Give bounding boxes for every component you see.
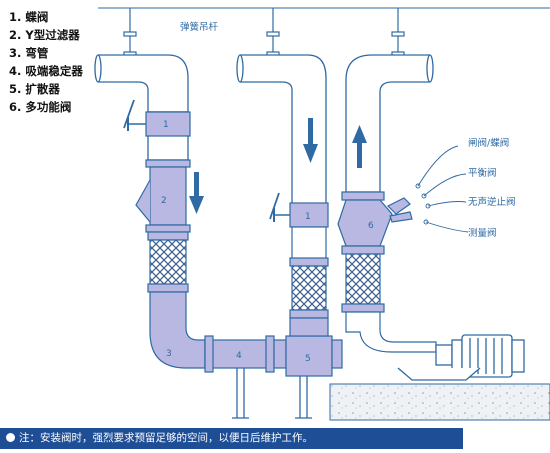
callout-measuring-valve: 测量阀	[468, 227, 497, 239]
flex-connector-left	[147, 231, 189, 293]
component-number: 6	[368, 221, 374, 231]
legend-item: 6. 多功能阀	[9, 100, 72, 114]
callout-silent-check-valve: 无声逆止阀	[468, 196, 516, 208]
legend-item: 1. 蝶阀	[9, 10, 49, 24]
bullet-icon	[6, 433, 15, 442]
pump-motor	[397, 334, 525, 381]
suction-diffuser	[285, 317, 343, 419]
right-pipe-run	[345, 54, 434, 193]
y-strainer	[135, 159, 191, 233]
component-number: 2	[161, 196, 167, 206]
callout-balancing-valve: 平衡阀	[468, 167, 497, 179]
installation-note-bar: 注：安装阀时，强烈要求预留足够的空间，以便日后维护工作。	[0, 428, 463, 449]
flow-arrow-down-middle	[303, 118, 318, 163]
callout-gate-butterfly-valve: 闸阀/蝶阀	[468, 137, 509, 149]
flex-connector-right	[341, 253, 437, 353]
legend-list: 1. 蝶阀 2. Y型过滤器 3. 弯管 4. 吸端稳定器 5. 扩散器 6. …	[9, 8, 83, 116]
hanger-rods	[129, 8, 399, 55]
legend-item: 4. 吸端稳定器	[9, 64, 83, 78]
elbow-and-suction-guide	[149, 291, 287, 419]
legend-item: 3. 弯管	[9, 46, 49, 60]
installation-note-text: 注：安装阀时，强烈要求预留足够的空间，以便日后维护工作。	[19, 432, 313, 444]
component-number: 3	[166, 349, 172, 359]
concrete-base	[329, 383, 550, 421]
legend-item: 2. Y型过滤器	[9, 28, 80, 42]
valve-callout-leaders	[415, 145, 469, 233]
spring-hanger-label: 弹簧吊杆	[180, 21, 219, 33]
pump-piping-diagram: 弹簧吊杆 1 2	[94, 7, 550, 421]
component-number: 4	[236, 351, 242, 361]
flex-connector-middle	[289, 226, 329, 319]
left-pipe-run	[94, 54, 189, 161]
butterfly-valve-left	[123, 99, 191, 137]
component-number: 1	[305, 212, 311, 222]
legend-item: 5. 扩散器	[9, 82, 60, 96]
hanger-clamps	[123, 31, 405, 57]
flow-arrow-down-left	[189, 172, 204, 214]
multi-function-valve	[337, 191, 413, 255]
component-number: 5	[305, 354, 311, 364]
flow-arrow-up-right	[352, 125, 367, 168]
component-number: 1	[163, 120, 169, 130]
